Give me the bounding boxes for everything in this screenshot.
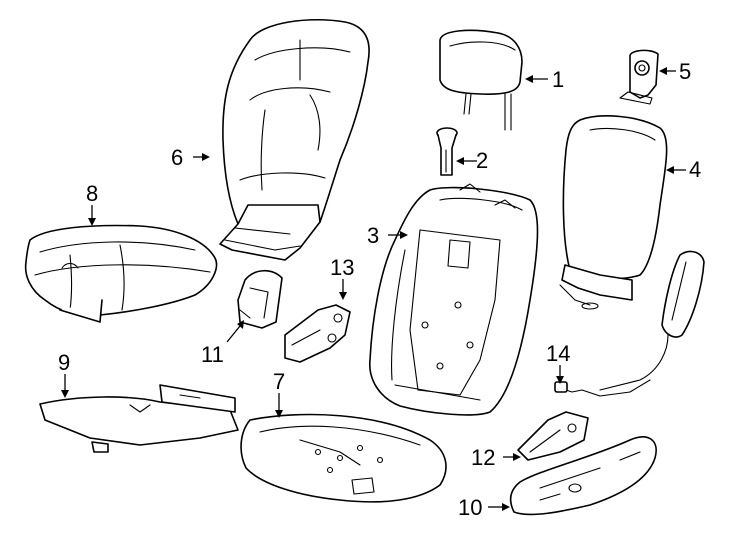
callout-14: 14 [546, 341, 570, 366]
wire-harness [554, 379, 651, 397]
callout-8: 8 [86, 181, 98, 206]
callout-5: 5 [679, 59, 691, 84]
side-shield [509, 436, 657, 516]
callout-13: 13 [330, 255, 354, 280]
lower-trim-panel [39, 384, 239, 453]
clip [619, 49, 659, 105]
headrest [439, 29, 523, 131]
leader-lines [61, 67, 686, 511]
callout-10: 10 [458, 495, 482, 520]
callout-4: 4 [689, 157, 701, 182]
callout-1: 1 [552, 67, 564, 92]
callout-11: 11 [201, 342, 224, 367]
callout-labels: 1 2 3 4 5 6 7 8 9 10 11 12 13 14 [58, 59, 701, 520]
seat-pan [240, 413, 447, 503]
back-panel [559, 115, 668, 310]
seatback-frame [369, 183, 539, 416]
callout-3: 3 [367, 223, 379, 248]
callout-6: 6 [171, 145, 183, 170]
adjuster-bracket [517, 411, 589, 461]
callout-12: 12 [471, 445, 495, 470]
side-module [599, 250, 705, 391]
headrest-guide [436, 127, 458, 176]
callout-7: 7 [273, 369, 285, 394]
callout-2: 2 [476, 148, 488, 173]
callout-9: 9 [58, 350, 70, 375]
seat-cushion-pad [24, 224, 218, 323]
seatback-cushion [219, 18, 370, 261]
bracket-11 [237, 269, 283, 329]
recliner-cover [284, 304, 351, 363]
